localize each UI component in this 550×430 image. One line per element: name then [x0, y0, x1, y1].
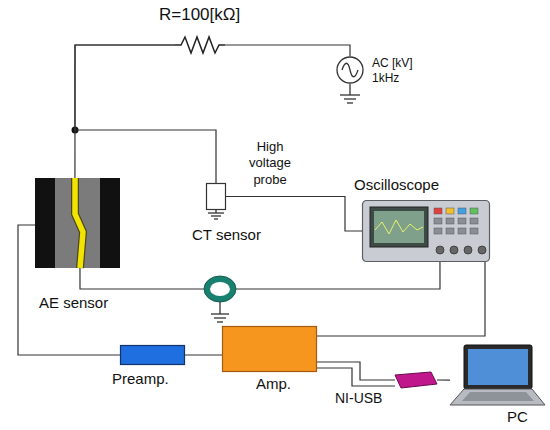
- laptop-pc-shape: [450, 345, 545, 407]
- signal-wire: [317, 262, 485, 336]
- node-label: Amp.: [256, 375, 291, 394]
- node-label: NI-USB: [335, 390, 382, 408]
- node-label: AE sensor: [39, 294, 108, 313]
- node-label: R=100[kΩ]: [159, 4, 240, 25]
- ae-sensor-block: AE sensor: [35, 178, 120, 268]
- laptop-pc: PC: [450, 345, 545, 407]
- signal-wire: [75, 45, 175, 178]
- preamp-box-shape: [120, 345, 185, 365]
- signal-wire: [317, 368, 395, 386]
- signal-wire: [185, 354, 222, 355]
- signal-wire: [80, 268, 204, 289]
- voltage-probe-box: High voltage probe: [206, 183, 226, 210]
- ac-source-symbol-shape: [336, 56, 364, 84]
- amplifier-box-shape: [222, 326, 317, 372]
- resistor-symbol-shape: [175, 36, 225, 54]
- preamp-box: Preamp.: [120, 345, 185, 365]
- signal-wire: [236, 262, 440, 289]
- usb-daq-box: NI-USB: [395, 372, 437, 388]
- signal-wire: [437, 379, 450, 380]
- ae-sensor-block-shape: [35, 178, 120, 268]
- signal-wire: [225, 45, 350, 56]
- node-label: PC: [507, 408, 528, 427]
- usb-daq-box-shape: [395, 372, 437, 388]
- ct-sensor-ring: CT sensor: [204, 276, 236, 302]
- node-label: AC [kV] 1kHz: [372, 56, 420, 86]
- node-label: CT sensor: [192, 226, 261, 245]
- amplifier-box: Amp.: [222, 326, 317, 372]
- ground-symbol: [208, 210, 224, 219]
- oscilloscope-device: Oscilloscope: [362, 200, 490, 262]
- ground-symbol: [211, 302, 229, 322]
- signal-wire: [317, 362, 395, 380]
- signal-wire: [75, 45, 216, 183]
- ac-source-symbol: AC [kV] 1kHz: [336, 56, 364, 84]
- node-label: Oscilloscope: [354, 176, 439, 195]
- node-label: High voltage probe: [242, 139, 298, 188]
- resistor-symbol: R=100[kΩ]: [175, 36, 225, 54]
- oscilloscope-device-shape: [362, 200, 490, 262]
- signal-wire: [226, 197, 362, 232]
- ground-symbol: [340, 84, 360, 103]
- voltage-probe-box-shape: [206, 183, 226, 210]
- ct-sensor-ring-shape: [204, 276, 236, 302]
- node-label: Preamp.: [112, 370, 169, 389]
